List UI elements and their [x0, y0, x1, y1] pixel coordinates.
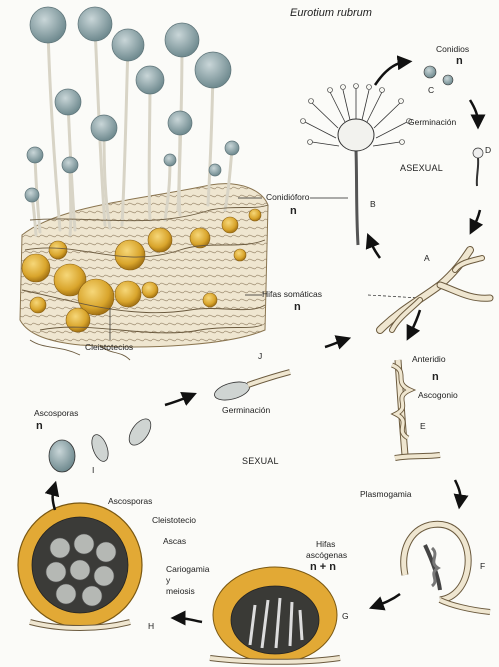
mature-cleistothecium-h: [18, 503, 142, 628]
conidiophore-b: [301, 84, 412, 246]
label-f: F: [480, 562, 485, 571]
label-hifas-somaticas: Hifas somáticas: [262, 290, 322, 299]
label-ascogonio: Ascogonio: [418, 391, 458, 400]
ascogenous-hyphae-f: [404, 524, 490, 612]
label-ascas: Ascas: [163, 537, 186, 546]
label-hifas-somaticas-n: n: [294, 302, 301, 313]
label-germinacion-asexual: Germinación: [408, 118, 456, 127]
label-germinacion-sexual: Germinación: [222, 406, 270, 415]
label-hifas-ascogenas-1: Hifas: [316, 540, 335, 549]
label-sexual: SEXUAL: [242, 457, 279, 466]
colony-illustration: [20, 7, 268, 360]
label-meiosis: meiosis: [166, 587, 195, 596]
diagram-title: Eurotium rubrum: [290, 8, 372, 19]
label-b: B: [370, 200, 376, 209]
label-g: G: [342, 612, 349, 621]
label-ascosporas-bottom: Ascosporas: [108, 497, 152, 506]
label-y: y: [166, 576, 170, 585]
label-j: J: [258, 352, 262, 361]
label-anteridio-n: n: [432, 372, 439, 383]
conidia-c: [424, 66, 453, 85]
label-cariogamia: Cariogamia: [166, 565, 209, 574]
somatic-hyphae-a: [380, 250, 490, 330]
label-e: E: [420, 422, 426, 431]
label-anteridio: Anteridio: [412, 355, 446, 364]
label-cleistotecio: Cleistotecio: [152, 516, 196, 525]
label-conidioforo: Conidióforo: [266, 193, 309, 202]
label-plasmogamia: Plasmogamia: [360, 490, 412, 499]
germinating-ascospore-j: [213, 372, 290, 403]
label-asexual: ASEXUAL: [400, 164, 443, 173]
label-n-plus-n: n + n: [310, 562, 336, 573]
label-conidioforo-n: n: [290, 206, 297, 217]
label-d: D: [485, 146, 491, 155]
label-conidios: Conidios: [436, 45, 469, 54]
label-c: C: [428, 86, 434, 95]
germinating-conidium-d: [473, 148, 483, 186]
label-ascosporas-top-n: n: [36, 421, 43, 432]
label-ascosporas-top: Ascosporas: [34, 409, 78, 418]
ascospores-i: [49, 415, 155, 472]
label-conidios-n: n: [456, 56, 463, 67]
label-cleistotecios: Cleistotecios: [85, 343, 133, 352]
label-a: A: [424, 254, 430, 263]
young-cleistothecium-g: [210, 567, 340, 663]
label-i: I: [92, 466, 94, 475]
label-h: H: [148, 622, 154, 631]
label-hifas-ascogenas-2: ascógenas: [306, 551, 347, 560]
